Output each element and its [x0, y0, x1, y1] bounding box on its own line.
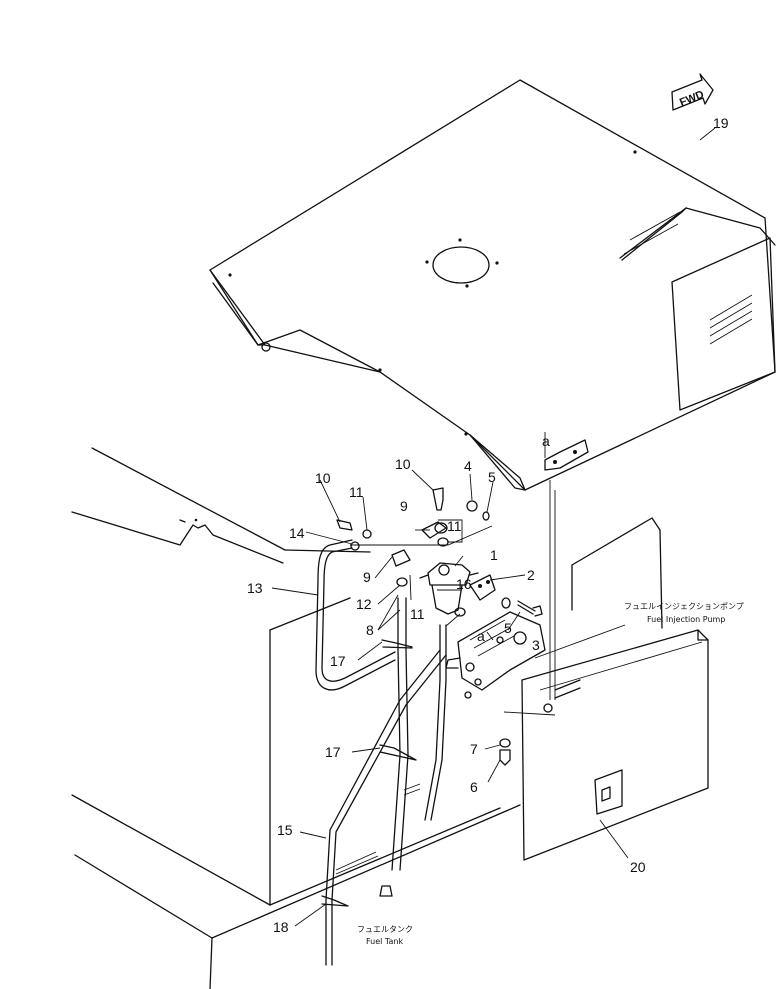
bolt-10-left [336, 519, 353, 531]
caption-fuel-tank-en: Fuel Tank [366, 937, 403, 946]
bolt-6 [499, 749, 511, 766]
engine-hood [209, 79, 776, 491]
bolt-10-upper [432, 487, 444, 511]
callout-5-upper: 5 [488, 469, 496, 485]
callout-14: 14 [289, 525, 305, 541]
callout-10-left: 10 [315, 470, 331, 486]
callout-18: 18 [273, 919, 289, 935]
callout-6: 6 [470, 779, 478, 795]
callout-7: 7 [470, 741, 478, 757]
fuel-filter [419, 562, 479, 615]
callout-2: 2 [527, 567, 535, 583]
fuel-hoses [315, 539, 447, 966]
callout-numbers: 19 a 10 10 4 5 11 9 11 14 1 2 9 13 16 12… [247, 115, 729, 935]
fuel-injection-pump [445, 611, 546, 699]
callout-17-upper: 17 [330, 653, 346, 669]
callout-20: 20 [630, 859, 646, 875]
callout-4: 4 [464, 458, 472, 474]
fwd-label: FWD [678, 88, 706, 109]
side-door-panel [503, 480, 709, 861]
callout-3: 3 [532, 637, 540, 653]
callout-10-upper: 10 [395, 456, 411, 472]
callout-13: 13 [247, 580, 263, 596]
callout-a-lower: a [477, 628, 485, 644]
callout-11-upper: 11 [447, 518, 462, 534]
caption-fuel-injection-pump-jp: フュエルインジェクションポンプ [624, 602, 744, 611]
callout-5-lower: 5 [504, 620, 512, 636]
callout-11-left: 11 [349, 484, 364, 500]
hose-fitting-14 [350, 541, 360, 551]
callout-1: 1 [490, 547, 498, 563]
callout-a-upper: a [542, 433, 550, 449]
callout-19: 19 [713, 115, 729, 131]
callout-17-lower: 17 [325, 744, 341, 760]
engine-body [71, 447, 521, 989]
bolt-3 [517, 600, 543, 617]
callout-8-left: 8 [366, 622, 374, 638]
filter-bracket [469, 574, 496, 601]
leader-lines [271, 127, 716, 927]
callout-11-mid: 11 [410, 606, 425, 622]
caption-fuel-injection-pump-en: Fuel Injection Pump [647, 615, 725, 624]
captions: フュエルインジェクションポンプ Fuel Injection Pump フュエル… [357, 602, 744, 946]
caption-fuel-tank-jp: フュエルタンク [357, 925, 413, 934]
callout-9-upper: 9 [400, 498, 408, 514]
callout-15: 15 [277, 822, 293, 838]
callout-9-lower: 9 [363, 569, 371, 585]
callout-12: 12 [356, 596, 372, 612]
callout-16: 16 [456, 576, 472, 592]
washer-5 [501, 597, 511, 609]
forward-arrow-icon: FWD [671, 73, 714, 111]
